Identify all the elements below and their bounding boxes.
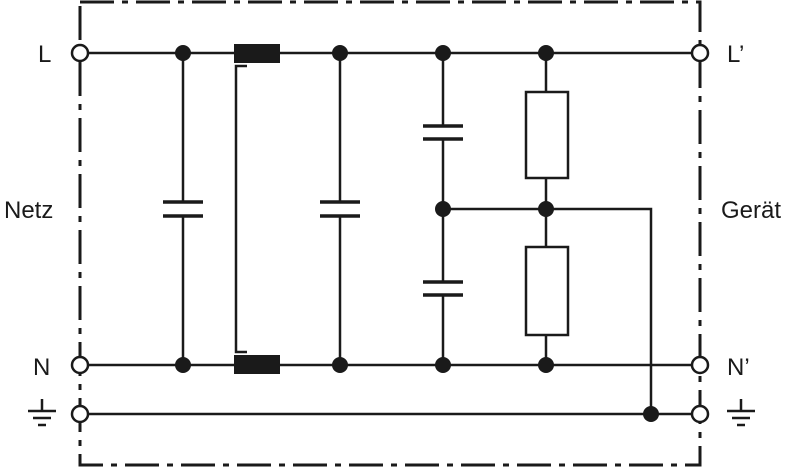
junction-dot [643, 406, 659, 422]
terminal-pe-in [70, 404, 90, 424]
capacitor-c1 [163, 53, 203, 365]
ground-icon [28, 399, 56, 427]
capacitor-c2 [320, 53, 360, 365]
terminal-l-out [690, 43, 710, 63]
junction-dot [538, 357, 554, 373]
terminal-n-in [70, 355, 90, 375]
pe-connection-wire [443, 207, 653, 414]
junction-dot [175, 357, 191, 373]
terminal-n-out [690, 355, 710, 375]
capacitor-cy2 [423, 209, 463, 365]
junction-dot [332, 357, 348, 373]
junction-dot [332, 45, 348, 61]
capacitor-cy1 [423, 53, 463, 209]
label-l-out: L’ [727, 41, 744, 68]
junction-dot [175, 45, 191, 61]
choke-l1 [234, 44, 280, 374]
junction-dots [175, 45, 659, 422]
label-l-in: L [38, 41, 51, 68]
resistor-r1 [524, 53, 570, 247]
terminal-pe-out [690, 404, 710, 424]
enclosure-frame [78, 0, 702, 467]
junction-dot [435, 357, 451, 373]
label-netz: Netz [4, 197, 53, 224]
junction-dot [435, 201, 451, 217]
junction-dot [435, 45, 451, 61]
label-n-in: N [33, 354, 50, 381]
junction-dot [538, 201, 554, 217]
label-geraet: Gerät [721, 197, 781, 224]
label-n-out: N’ [727, 354, 750, 381]
junction-dot [538, 45, 554, 61]
ground-icon [727, 399, 755, 427]
resistor-r2 [524, 245, 570, 365]
terminal-l-in [70, 43, 90, 63]
